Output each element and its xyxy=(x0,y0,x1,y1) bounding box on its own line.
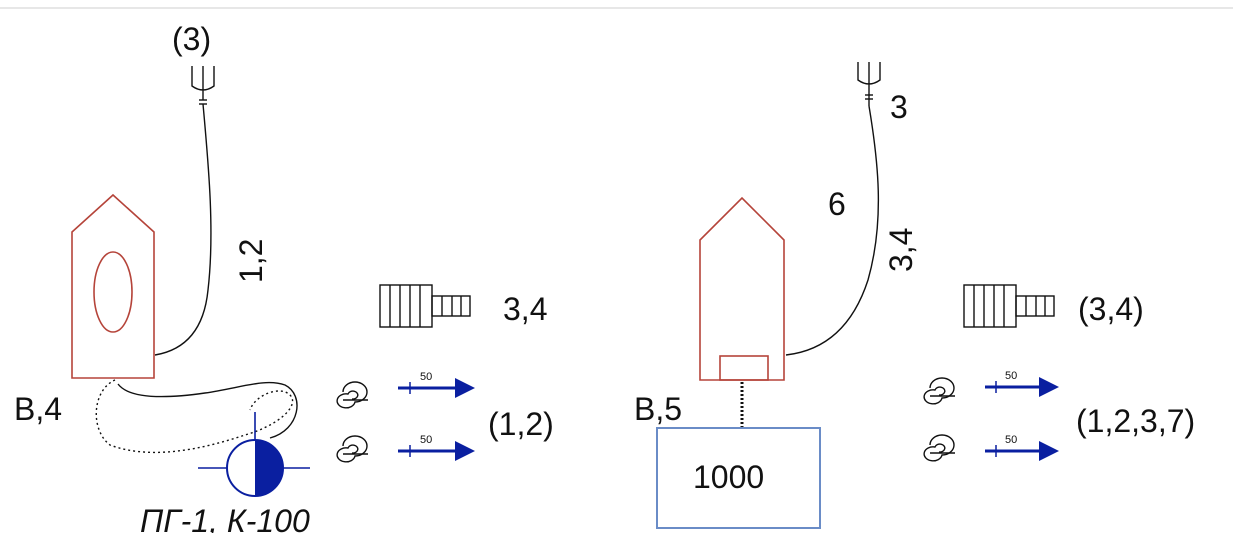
right-hose-label: 3,4 xyxy=(883,228,919,272)
water-tank-icon xyxy=(656,427,821,529)
left-arrow-value-2: 50 xyxy=(420,434,432,446)
right-arrow-value-2: 50 xyxy=(1005,434,1017,446)
left-scheme: (3) 1,2 B,4 ПГ-1, К-100 xyxy=(14,21,554,533)
right-ladder-icon xyxy=(963,284,1055,328)
flow-arrow-icon xyxy=(985,377,1059,397)
fire-engine-icon xyxy=(71,193,155,379)
right-tank-label: 1000 xyxy=(693,459,764,495)
left-hose-line xyxy=(154,103,212,356)
right-nozzle-label: 3 xyxy=(890,89,908,125)
right-hose-line xyxy=(785,105,880,356)
right-scheme: 3 6 3,4 B,5 1000 (3,4) xyxy=(634,62,1195,529)
left-arrow-value-1: 50 xyxy=(420,371,432,383)
left-arrows-label: (1,2) xyxy=(488,406,554,442)
trident-nozzle-icon xyxy=(857,62,881,106)
left-nozzle-label: (3) xyxy=(172,21,211,57)
flow-arrow-icon xyxy=(985,441,1059,461)
left-hose-label: 1,2 xyxy=(233,239,269,283)
right-arrow-value-1: 50 xyxy=(1005,370,1017,382)
left-ladder-icon xyxy=(379,284,471,328)
left-hydrant-label: ПГ-1, К-100 xyxy=(140,503,310,533)
spiral-hose-icon xyxy=(923,377,955,405)
left-vehicle-label: B,4 xyxy=(14,391,62,427)
flow-arrow-icon xyxy=(398,441,475,461)
spiral-hose-icon xyxy=(336,381,368,409)
spiral-hose-icon xyxy=(923,434,955,462)
hydrant-icon xyxy=(198,412,310,497)
spiral-hose-icon xyxy=(336,435,368,463)
right-count-label: 6 xyxy=(828,186,846,222)
left-suction-hose-outline xyxy=(117,381,298,439)
trident-nozzle-icon xyxy=(191,66,215,105)
right-arrows-label: (1,2,3,7) xyxy=(1076,403,1195,439)
left-ladder-label: 3,4 xyxy=(503,291,547,327)
left-suction-hose xyxy=(95,379,294,454)
fire-engine-icon xyxy=(699,196,785,381)
flow-arrow-icon xyxy=(398,378,475,398)
right-vehicle-label: B,5 xyxy=(634,391,682,427)
right-ladder-label: (3,4) xyxy=(1078,291,1144,327)
